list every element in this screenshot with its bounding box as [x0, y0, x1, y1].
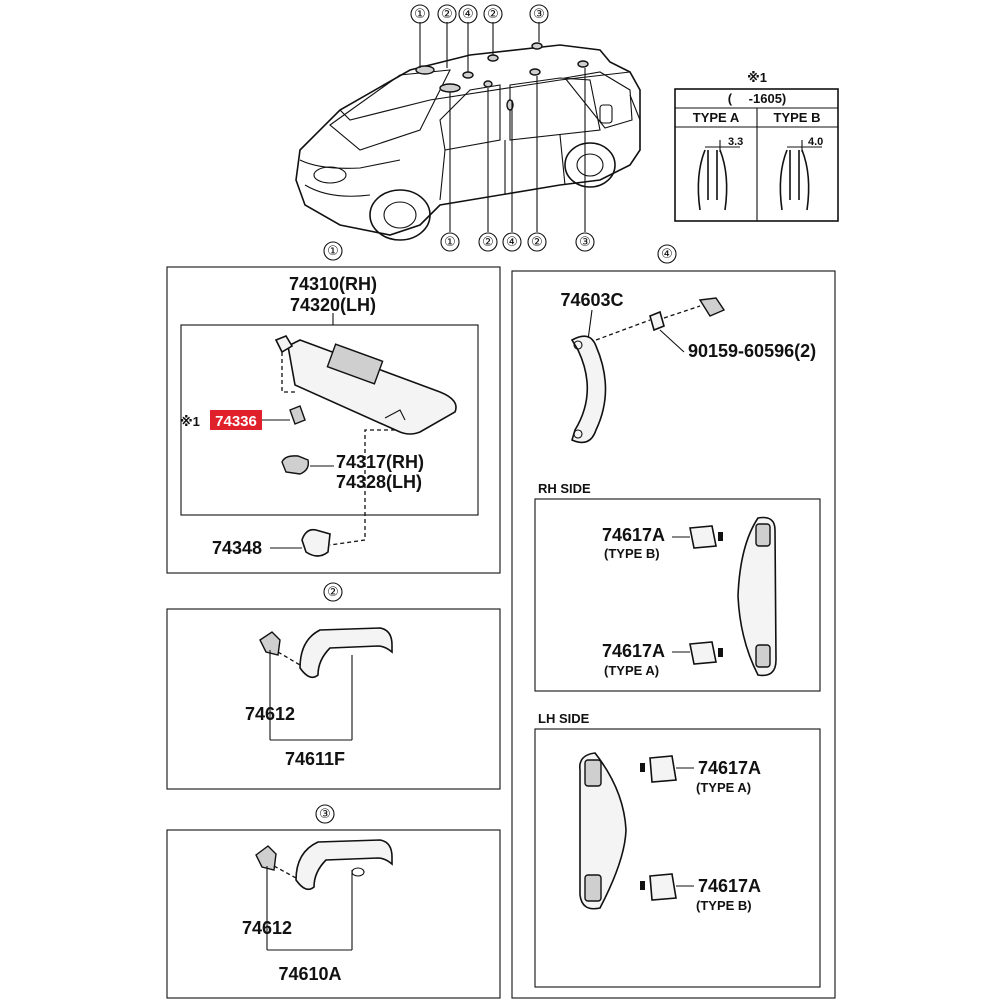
- clip-part-label: 74336: [215, 413, 257, 430]
- note-type-a: TYPE A: [693, 110, 740, 125]
- callout-bottom-1: ①: [444, 234, 456, 249]
- section-3: ③ 74612 74610A: [166, 804, 501, 999]
- visor-bracket: [301, 528, 331, 557]
- section2-cap-label: 74612: [245, 704, 295, 724]
- section1-marker: ①: [327, 243, 339, 258]
- clip-highlight: [210, 410, 262, 430]
- section-4: ④ 74603C 90159-60596(2) RH SIDE 74617A (…: [511, 244, 836, 999]
- grip-label: 74603C: [560, 290, 623, 310]
- note-dim-a: 3.3: [728, 136, 743, 148]
- callout-bottom-2: ②: [482, 234, 494, 249]
- lh-cap-a-label: 74617A: [698, 758, 761, 778]
- grip-clip: [698, 297, 726, 317]
- note-type-b: TYPE B: [774, 110, 821, 125]
- lh-type-b-label: (TYPE B): [696, 898, 752, 913]
- callout-top-4: ②: [487, 6, 499, 21]
- callout-top-1: ①: [414, 6, 426, 21]
- top-leader-lines: [419, 22, 540, 72]
- rh-side-heading: RH SIDE: [538, 481, 591, 496]
- lh-cap-b: [649, 873, 677, 901]
- section-1: ① 74310(RH) 74320(LH) ※1 74336 74317(RH)…: [166, 241, 501, 574]
- section2-marker: ②: [327, 584, 339, 599]
- callout-top-5: ③: [533, 6, 545, 21]
- lh-type-a-label: (TYPE A): [696, 780, 751, 795]
- holder-rh-label: 74317(RH): [336, 452, 424, 472]
- grip-cap-3: [255, 845, 277, 871]
- visor-holder: [281, 455, 310, 475]
- note-box: ※1 ( -1605) TYPE A TYPE B 3.3 4.0: [674, 70, 839, 222]
- note-mark: ※1: [747, 70, 767, 85]
- sun-visor: [287, 339, 457, 435]
- rh-cap-a-label: 74617A: [602, 641, 665, 661]
- section-2: ② 74612 74611F: [166, 582, 501, 790]
- lh-cap-b-label: 74617A: [698, 876, 761, 896]
- visor-lh-label: 74320(LH): [290, 295, 376, 315]
- rh-type-b-label: (TYPE B): [604, 546, 660, 561]
- callout-bottom-5: ③: [579, 234, 591, 249]
- callout-top-3: ④: [462, 6, 474, 21]
- callouts-top: ① ② ④ ② ③: [410, 4, 549, 24]
- note-period: ( -1605): [728, 91, 787, 106]
- rh-cap-b-label: 74617A: [602, 525, 665, 545]
- assist-grip-4: [570, 335, 607, 444]
- callout-bottom-4: ②: [531, 234, 543, 249]
- rh-grip: [737, 516, 777, 677]
- visor-pivot: [274, 335, 294, 354]
- bottom-leader-lines: [449, 68, 586, 232]
- callouts-bottom: ① ② ④ ② ③: [440, 232, 595, 252]
- lh-cap-a: [649, 755, 677, 783]
- grip-cap-2: [259, 631, 281, 656]
- visor-rh-label: 74310(RH): [289, 274, 377, 294]
- assist-grip-2: [299, 627, 393, 679]
- assist-grip-3: [295, 839, 393, 891]
- section4-marker: ④: [661, 246, 673, 261]
- section2-assy-label: 74611F: [285, 749, 345, 769]
- note-dim-b: 4.0: [808, 136, 823, 148]
- section3-cap-label: 74612: [242, 918, 292, 938]
- visor-clip: [289, 405, 306, 425]
- holder-lh-label: 74328(LH): [336, 472, 422, 492]
- callout-top-2: ②: [441, 6, 453, 21]
- section3-marker: ③: [319, 806, 331, 821]
- callout-bottom-3: ④: [506, 234, 518, 249]
- lh-side-heading: LH SIDE: [538, 711, 590, 726]
- clip-mark: ※1: [180, 414, 200, 429]
- lh-grip: [578, 752, 627, 910]
- rh-cap-b: [689, 525, 717, 549]
- rh-cap-a: [689, 641, 717, 665]
- section3-assy-label: 74610A: [278, 964, 341, 984]
- bracket-label: 74348: [212, 538, 262, 558]
- rh-type-a-label: (TYPE A): [604, 663, 659, 678]
- screw-label: 90159-60596(2): [688, 341, 816, 361]
- screw: [649, 310, 665, 332]
- vehicle-illustration: [295, 42, 641, 241]
